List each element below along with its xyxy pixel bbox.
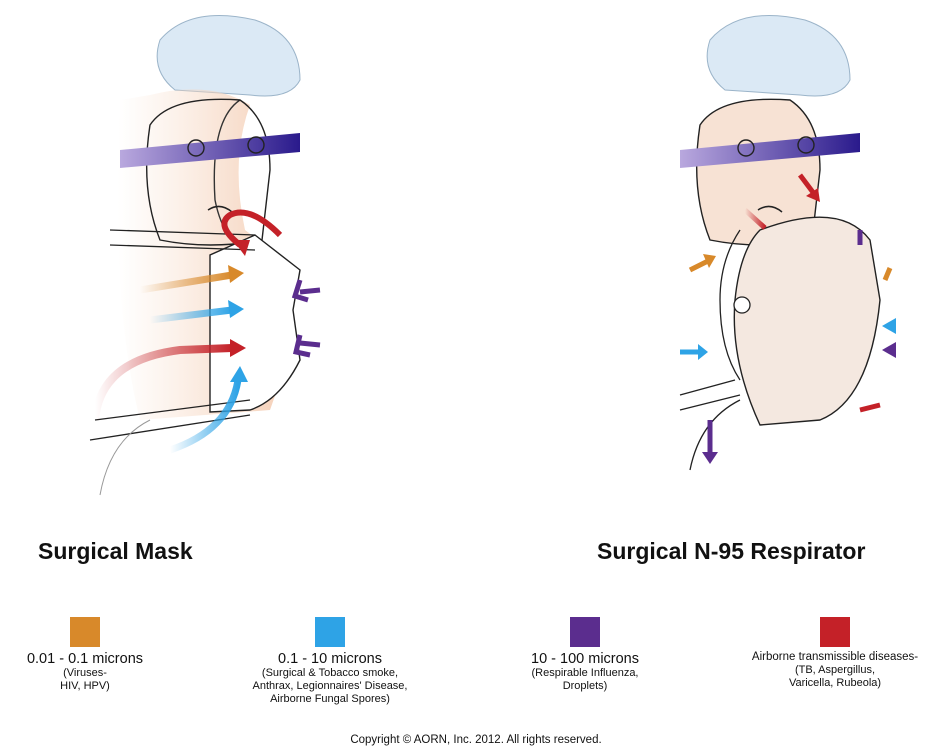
- surgical-mask-figure: [90, 16, 320, 496]
- legend-item-purple: 10 - 100 microns (Respirable Influenza, …: [495, 617, 675, 693]
- legend-swatch: [820, 617, 850, 647]
- legend-swatch: [315, 617, 345, 647]
- legend-item-orange: 0.01 - 0.1 microns (Viruses- HIV, HPV): [0, 617, 170, 693]
- legend-swatch: [570, 617, 600, 647]
- legend-description: (Viruses- HIV, HPV): [0, 667, 170, 693]
- legend-description: (Respirable Influenza, Droplets): [495, 667, 675, 693]
- legend-item-blue: 0.1 - 10 microns (Surgical & Tobacco smo…: [220, 617, 440, 706]
- copyright-notice: Copyright © AORN, Inc. 2012. All rights …: [0, 734, 952, 746]
- legend-title: 0.1 - 10 microns: [220, 651, 440, 667]
- n95-respirator-title: Surgical N-95 Respirator: [597, 538, 865, 565]
- legend-swatch: [70, 617, 100, 647]
- legend-description: (Surgical & Tobacco smoke, Anthrax, Legi…: [220, 667, 440, 706]
- legend-title: 10 - 100 microns: [495, 651, 675, 667]
- legend-title: Airborne transmissible diseases-: [730, 651, 940, 664]
- legend-item-red: Airborne transmissible diseases- (TB, As…: [730, 617, 940, 690]
- surgical-mask-title: Surgical Mask: [38, 538, 193, 565]
- mask-comparison-illustration: [0, 0, 952, 510]
- legend-description: (TB, Aspergillus, Varicella, Rubeola): [730, 664, 940, 690]
- n95-respirator-figure: [680, 16, 952, 471]
- legend-title: 0.01 - 0.1 microns: [0, 651, 170, 667]
